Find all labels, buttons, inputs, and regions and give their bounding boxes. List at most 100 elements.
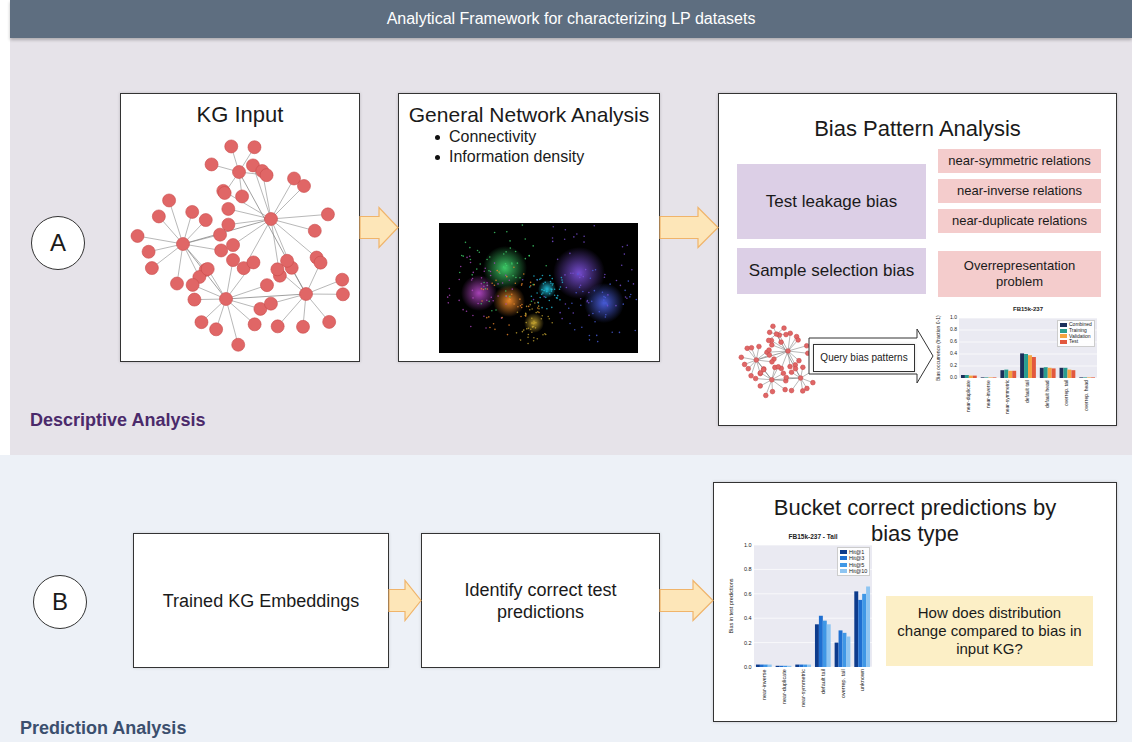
graph-node [195,316,208,329]
box-text: Sample selection bias [749,261,914,281]
embedding-dot [527,336,529,338]
embedding-dot [624,253,626,255]
embedding-dot [529,309,531,311]
embedding-dot [515,277,517,279]
embedding-dot [552,226,554,228]
embedding-dot [577,273,579,275]
embedding-dot [590,277,592,279]
graph-node [793,366,798,371]
graph-node [336,273,349,286]
embedding-dot [622,303,624,305]
embedding-dot [447,296,449,298]
embedding-dot [496,270,498,272]
bar [993,377,997,379]
chart-label: 0.8 [744,566,752,572]
embedding-dot [517,306,519,308]
embedding-dot [491,310,493,312]
embedding-dot [486,285,488,287]
embedding-dot [495,309,497,311]
embedding-dot [541,293,543,295]
graph-edges [138,146,343,344]
graph-edge [271,178,294,219]
graph-node [784,332,789,337]
chart-label: unknown [859,669,865,691]
graph-node [776,364,781,369]
embedding-dot [471,279,473,281]
embedding-dot [593,225,595,227]
graph-node [770,360,775,365]
bar [969,376,973,378]
graph-node [767,353,772,358]
graph-node [227,254,240,267]
grid-line [959,318,1097,319]
embedding-dot [625,296,627,298]
chart-label: overrep. head [1084,380,1090,411]
embedding-dot [548,300,550,302]
embedding-dot [520,305,522,307]
label-holder: FB15k-237 - Tail [789,533,838,540]
embedding-dot [525,313,527,315]
embedding-dot [539,279,541,281]
embedding-dot [513,266,515,268]
embedding-dot [621,264,623,266]
embedding-dot [509,299,511,301]
graph-node [788,364,793,369]
graph-node [745,346,750,351]
graph-node [271,320,284,333]
embedding-dot [562,282,564,284]
chart-label: 0.2 [744,640,752,646]
embedding-dot [602,291,604,293]
legend-swatch [1060,334,1067,338]
embedding-dot [541,315,543,317]
embedding-dot [515,251,517,253]
bar [815,624,819,667]
label-holder: 0.2 [744,640,752,646]
embedding-dot [537,338,539,340]
graph-node [232,338,245,351]
embedding-dot [565,229,567,231]
embedding-dot [505,295,507,297]
label-holder: default tail [1025,380,1031,403]
graph-node [749,345,754,350]
embedding-dot [477,250,479,252]
category-box: Overrepresentation problem [938,251,1101,297]
embedding-dot [573,236,575,238]
block-arrow [360,208,398,248]
bar [862,594,866,667]
embedding-dot [528,255,530,257]
bar [839,630,843,667]
cluster-blob [461,275,497,311]
graph-edges [741,326,813,395]
embedding-dot [535,312,537,314]
bar [819,616,823,667]
graph-edge [244,219,271,268]
embedding-dot [483,285,485,287]
graph-node [265,213,278,226]
embedding-dot [543,296,545,298]
section-letter: A [50,229,66,257]
panel-box: KG Input [120,93,360,362]
embedding-dot [633,283,635,285]
embedding-dot [620,285,622,287]
legend-row: Hit@1 [840,549,867,555]
graph-node [163,194,176,207]
embedding-dot [471,274,473,276]
embedding-dot [472,315,474,317]
bar [760,665,764,667]
legend-swatch [840,569,847,573]
graph-node [248,141,261,154]
graph-node [758,384,763,389]
graph-node [297,320,310,333]
embedding-dot [530,282,532,284]
legend-swatch [840,556,847,560]
bar [1040,368,1044,378]
graph-node [264,297,277,310]
box-text: Identify correct test predictions [433,579,648,623]
label-holder: near-inverse [761,669,767,700]
embedding-dot [472,297,474,299]
graph-node [739,355,744,360]
embedding-dot [491,282,493,284]
graph-edge [226,262,253,299]
graph-edge [233,219,271,245]
